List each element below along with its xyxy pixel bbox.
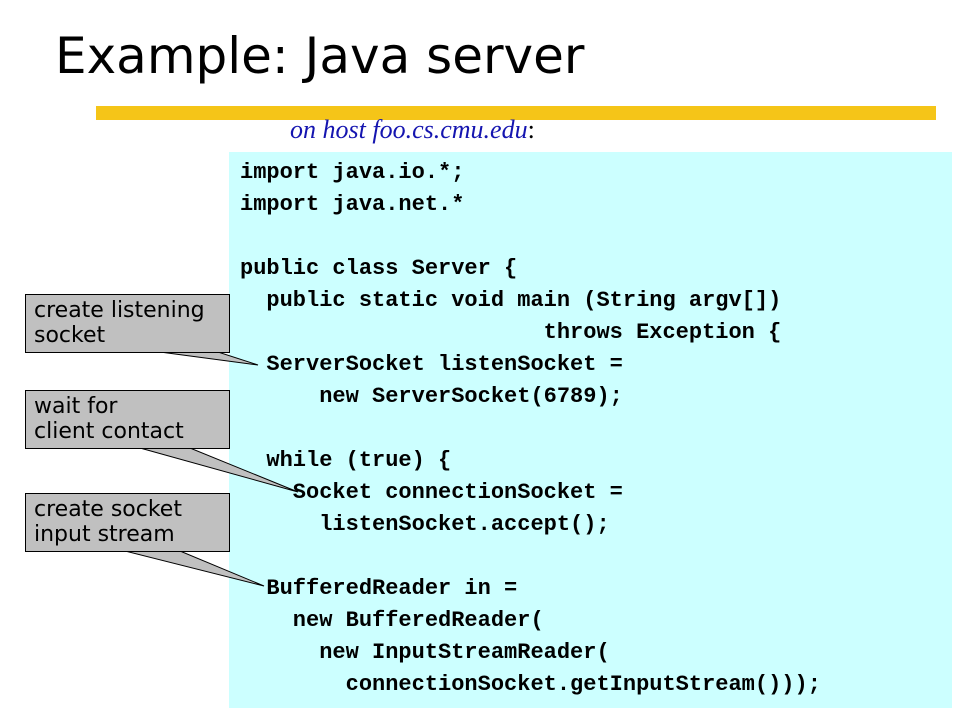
callout-pointer-stream <box>124 550 265 587</box>
callout-line: create listening <box>34 298 205 323</box>
slide-title: Example: Java server <box>55 27 585 85</box>
code-line: import java.io.*; <box>240 160 465 185</box>
code-line: ServerSocket listenSocket = <box>240 352 623 377</box>
callout-pointer-contact <box>139 447 299 493</box>
slide-subtitle: on host foo.cs.cmu.edu: <box>290 114 535 145</box>
callout-create-listening-socket: create listening socket <box>25 294 230 353</box>
callout-create-input-stream: create socket input stream <box>25 493 230 552</box>
callout-line: wait for <box>34 394 118 419</box>
code-block-background <box>229 152 952 708</box>
code-line: public static void main (String argv[]) <box>240 288 782 313</box>
subtitle-host-text: on host foo.cs.cmu.edu <box>290 115 528 144</box>
code-line: import java.net.* <box>240 192 465 217</box>
callout-wait-for-client: wait for client contact <box>25 390 230 449</box>
callout-line: socket <box>34 323 106 348</box>
title-underline-bar <box>96 106 936 120</box>
code-line: public class Server { <box>240 256 518 281</box>
code-line: listenSocket.accept(); <box>240 512 610 537</box>
code-line: throws Exception { <box>240 320 782 345</box>
callout-line: client contact <box>34 419 184 444</box>
callout-pointer-listening <box>159 351 259 366</box>
code-line: while (true) { <box>240 448 452 473</box>
code-line: new BufferedReader( <box>240 608 544 633</box>
code-line: BufferedReader in = <box>240 576 518 601</box>
subtitle-colon: : <box>527 115 535 144</box>
code-line: Socket connectionSocket = <box>240 480 623 505</box>
code-line: new InputStreamReader( <box>240 640 610 665</box>
code-line: new ServerSocket(6789); <box>240 384 623 409</box>
code-line: connectionSocket.getInputStream())); <box>240 672 821 697</box>
callout-line: create socket <box>34 497 182 522</box>
callout-line: input stream <box>34 522 175 547</box>
